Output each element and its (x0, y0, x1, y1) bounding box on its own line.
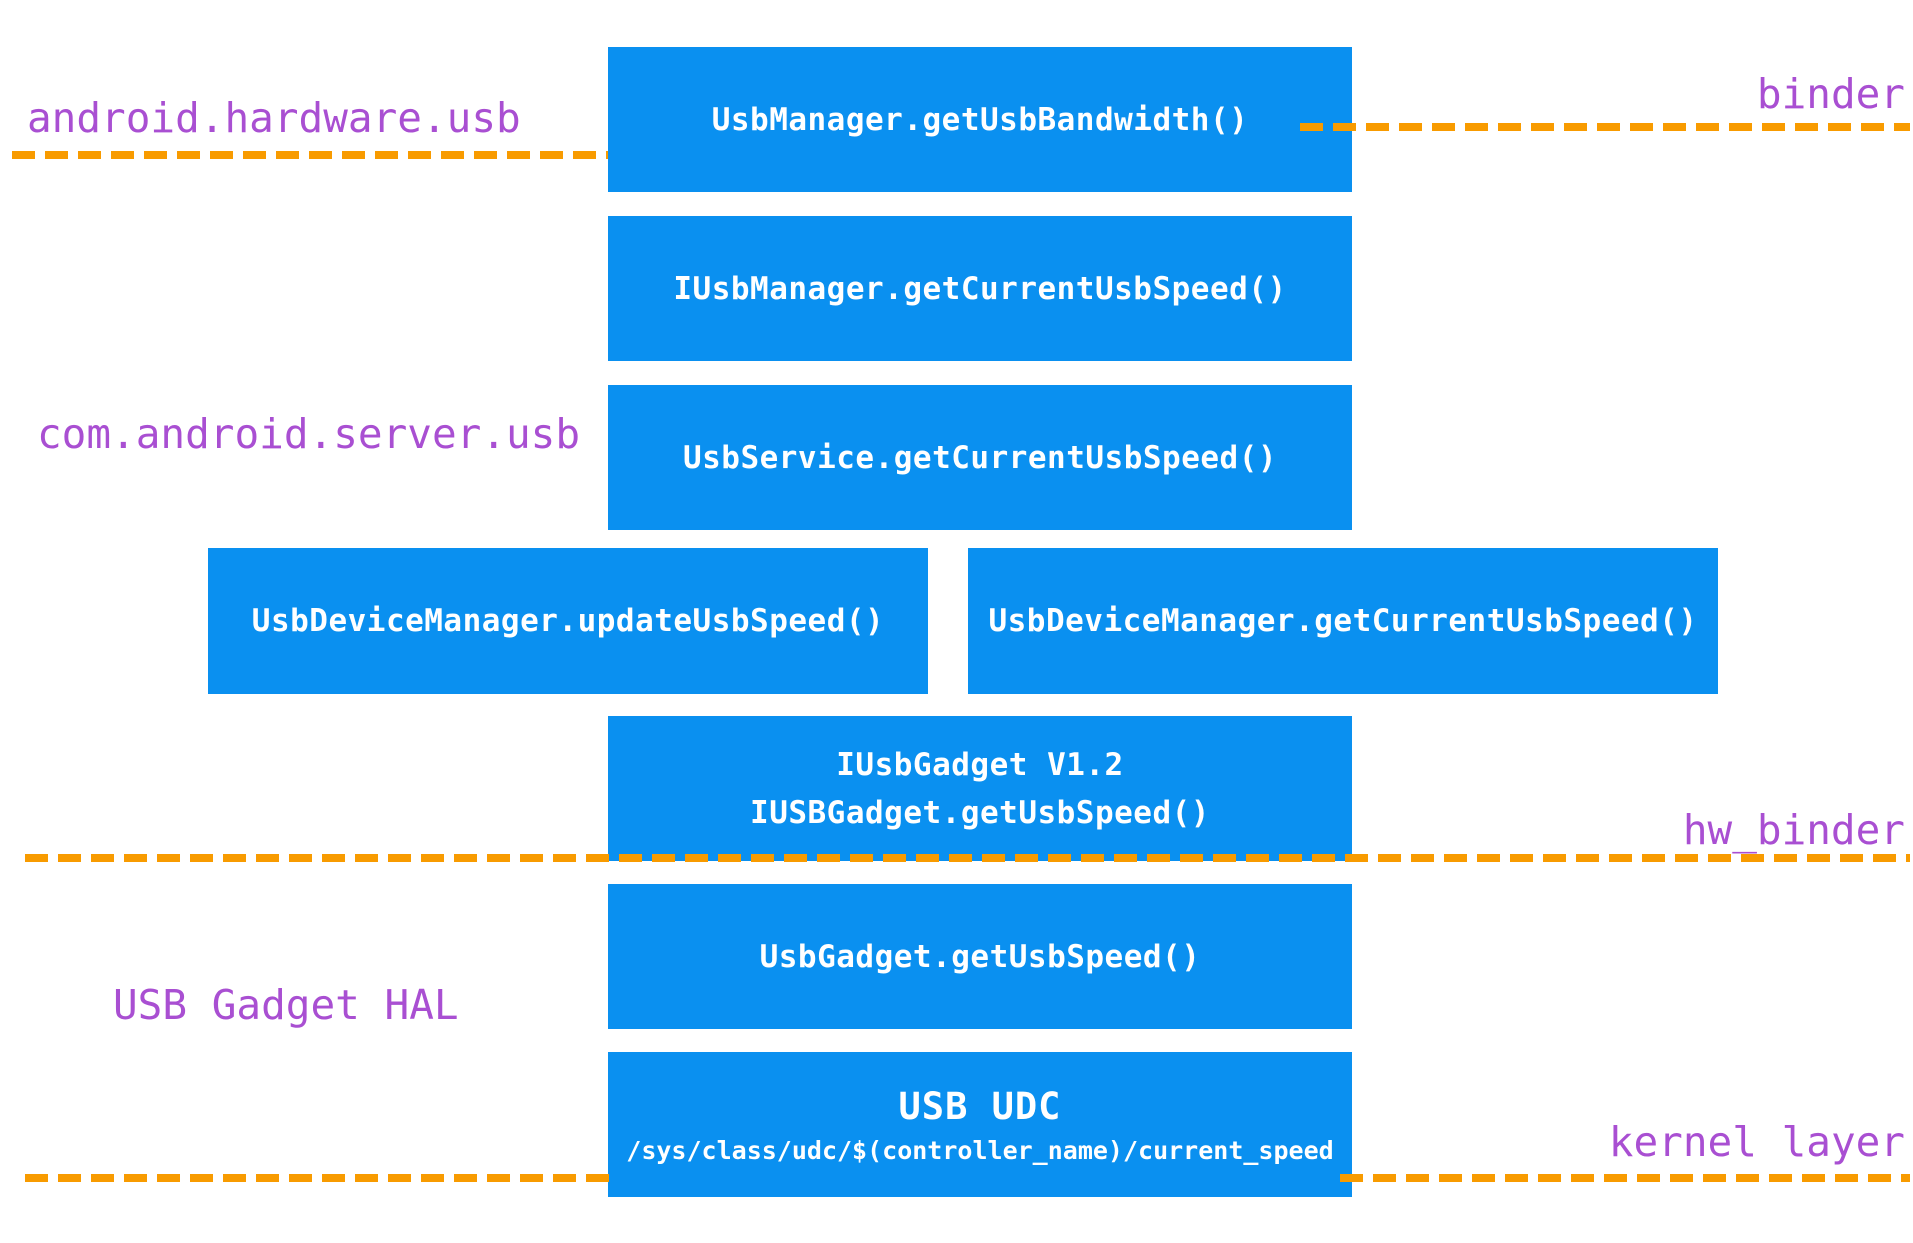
label-hw-binder-boundary: hw_binder (1682, 806, 1905, 854)
label-kernel-layer-boundary: kernel layer (1608, 1118, 1905, 1166)
box-getcurrentusbspeed-text: UsbDeviceManager.getCurrentUsbSpeed() (988, 603, 1698, 639)
box-iusbmanager-getcurrentusbspeed: IUsbManager.getCurrentUsbSpeed() (608, 216, 1352, 361)
box-iusbmanager-text: IUsbManager.getCurrentUsbSpeed() (673, 270, 1287, 307)
kernel-boundary-dash-left (25, 1174, 610, 1182)
box-usbgadget-text: UsbGadget.getUsbSpeed() (759, 938, 1201, 975)
box-iusbgadget-title: IUsbGadget V1.2 (836, 746, 1124, 783)
box-usbservice-getcurrentusbspeed: UsbService.getCurrentUsbSpeed() (608, 385, 1352, 530)
box-usbdevicemanager-getcurrentusbspeed: UsbDeviceManager.getCurrentUsbSpeed() (968, 548, 1718, 694)
label-binder-boundary: binder (1756, 70, 1905, 118)
binder-boundary-dash-left (12, 151, 608, 159)
box-usb-udc-title: USB UDC (898, 1084, 1062, 1128)
box-iusbgadget-method: IUSBGadget.getUsbSpeed() (750, 794, 1210, 831)
box-usbgadget-getusbspeed: UsbGadget.getUsbSpeed() (608, 884, 1352, 1029)
box-iusbgadget-v12: IUsbGadget V1.2 IUSBGadget.getUsbSpeed() (608, 716, 1352, 861)
kernel-boundary-dash-right (1340, 1174, 1910, 1182)
binder-boundary-dash-right (1300, 123, 1910, 131)
box-usbdevicemanager-updateusbspeed: UsbDeviceManager.updateUsbSpeed() (208, 548, 928, 694)
label-usb-gadget-hal: USB Gadget HAL (113, 981, 459, 1029)
label-android-hardware-usb: android.hardware.usb (27, 94, 521, 142)
box-updateusbspeed-text: UsbDeviceManager.updateUsbSpeed() (251, 603, 885, 639)
label-com-android-server-usb: com.android.server.usb (37, 410, 581, 458)
box-usbmanager-getusbbandwidth: UsbManager.getUsbBandwidth() (608, 47, 1352, 192)
box-usbmanager-text: UsbManager.getUsbBandwidth() (711, 101, 1249, 138)
box-usb-udc: USB UDC /sys/class/udc/$(controller_name… (608, 1052, 1352, 1197)
box-usb-udc-sysfs-path: /sys/class/udc/$(controller_name)/curren… (626, 1135, 1334, 1165)
box-usbservice-text: UsbService.getCurrentUsbSpeed() (682, 439, 1278, 476)
hw-binder-boundary-dash (25, 854, 1910, 862)
